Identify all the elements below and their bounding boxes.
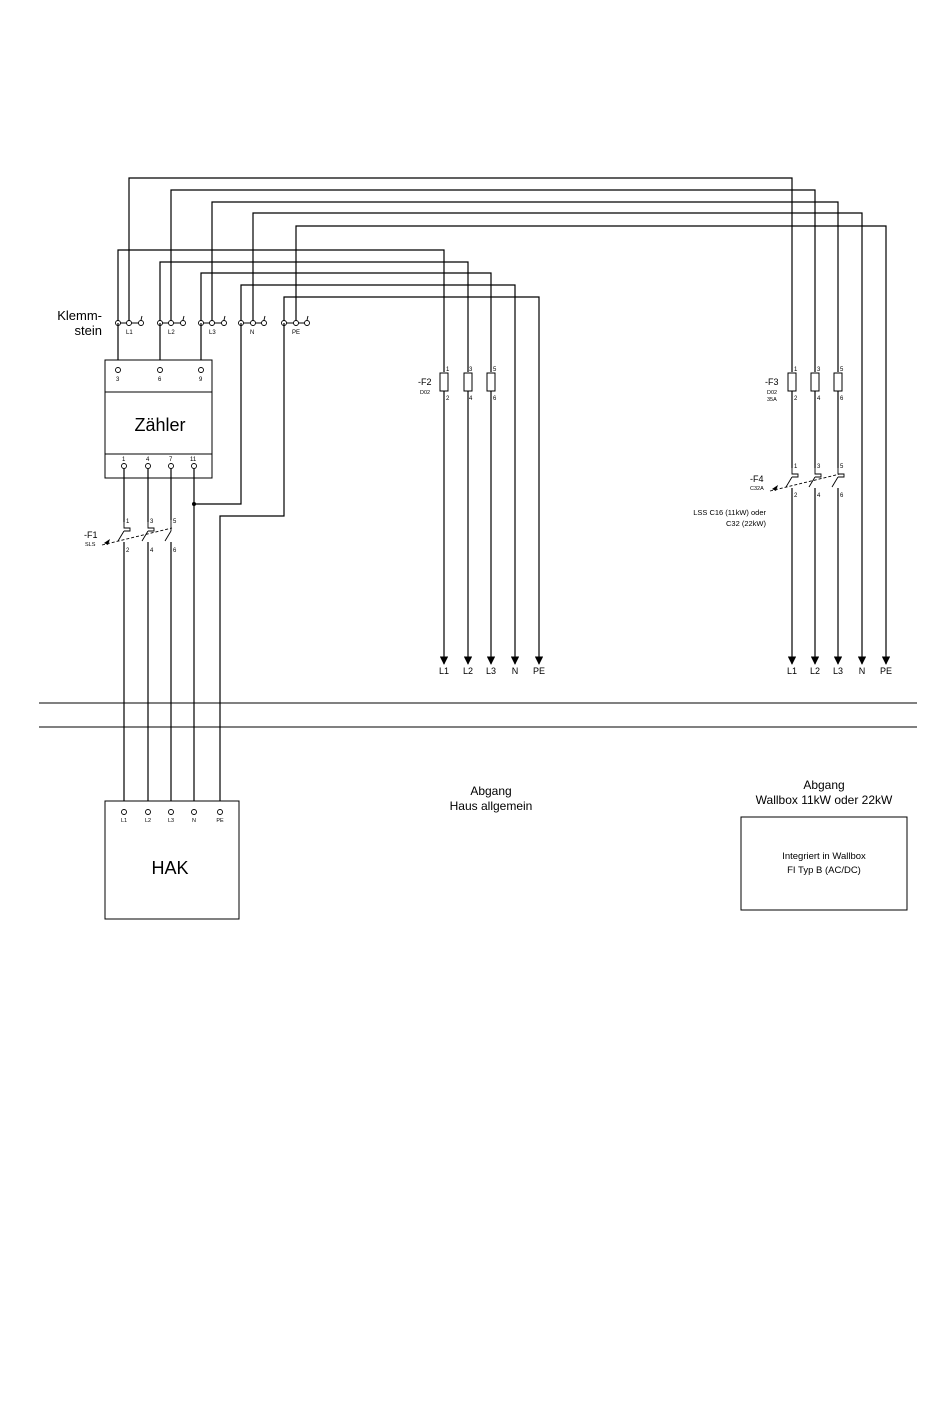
svg-text:L1: L1 [121,818,127,824]
svg-text:1: 1 [126,519,130,525]
outlet-house-title-1: Abgang [470,784,511,798]
svg-text:4: 4 [469,396,473,402]
outlet-wallbox-terminals: L1 L2 L3 N PE [787,666,892,676]
wire-l2-house-a [159,261,469,372]
wire-n-wallbox [252,212,867,665]
svg-text:L2: L2 [810,666,820,676]
klemmstein-terminal-l2: L2 [168,330,175,336]
svg-text:5: 5 [840,367,844,373]
svg-text:1: 1 [794,464,798,470]
klemmstein-terminal-l3: L3 [209,330,216,336]
f4-spec: C32A [750,486,764,492]
f4-note-2: C32 (22kW) [726,519,767,528]
wire-l1-wallbox [128,177,793,372]
svg-text:L2: L2 [463,666,473,676]
svg-text:2: 2 [446,396,450,402]
f2-spec: D02 [420,390,430,396]
hak-label: HAK [151,858,188,878]
house-feed-wires [117,249,544,665]
zaehler-meter: 3 6 9 Zähler 1 4 7 11 [104,359,213,479]
f1-id: -F1 [84,530,98,540]
svg-text:2: 2 [126,548,130,554]
svg-text:N: N [192,818,196,824]
svg-text:2: 2 [794,493,798,499]
wallbox-box-line-1: Integriert in Wallbox [782,851,866,862]
svg-text:PE: PE [216,818,224,824]
svg-text:PE: PE [880,666,892,676]
zaehler-bottom-7: 7 [169,457,173,463]
zaehler-bottom-4: 4 [146,457,150,463]
svg-text:3: 3 [469,367,473,373]
f2-fuses: 1 3 5 2 4 6 -F2 D02 [418,367,497,665]
outlet-wallbox-title-1: Abgang [803,778,844,792]
wire-l2-wallbox [170,189,816,372]
wallbox-info-box: Integriert in Wallbox FI Typ B (AC/DC) [740,816,908,911]
svg-text:6: 6 [173,548,177,554]
klemmstein-label-1: Klemm- [57,308,102,323]
svg-text:2: 2 [794,396,798,402]
f3-spec1: D02 [767,390,777,396]
outlet-house-terminals: L1 L2 L3 N PE [439,666,545,676]
svg-text:3: 3 [817,464,821,470]
klemmstein-terminal-n: N [250,330,254,336]
svg-text:L3: L3 [486,666,496,676]
svg-text:L3: L3 [833,666,843,676]
klemmstein-label-2: stein [75,323,102,338]
zaehler-top-9: 9 [199,377,203,383]
wire-pe-house [283,296,544,665]
wire-l3-house-a [200,272,492,372]
svg-text:N: N [512,666,519,676]
hak-box: L1 L2 L3 N PE HAK [104,800,240,920]
wallbox-box-line-2: FI Typ B (AC/DC) [787,865,861,876]
f3-id: -F3 [765,377,779,387]
svg-text:3: 3 [817,367,821,373]
f4-id: -F4 [750,474,764,484]
wire-pe-wallbox [295,225,891,665]
svg-text:5: 5 [493,367,497,373]
zaehler-bottom-11: 11 [190,457,197,463]
svg-text:1: 1 [794,367,798,373]
meter-to-hak-wires [123,323,285,810]
svg-text:3: 3 [150,519,154,525]
f4-note-1: LSS C16 (11kW) oder [693,508,766,517]
svg-text:6: 6 [493,396,497,402]
svg-text:L1: L1 [787,666,797,676]
f2-id: -F2 [418,377,432,387]
klemmstein-terminals: L1 L2 L3 N PE [115,315,310,336]
f4-breaker: 1 3 5 2 4 6 -F4 C32A LSS C16 (11kW) oder… [693,464,845,665]
svg-text:PE: PE [533,666,545,676]
svg-text:4: 4 [817,396,821,402]
f3-spec2: 35A [767,397,777,403]
svg-text:4: 4 [817,493,821,499]
zaehler-top-6: 6 [158,377,162,383]
svg-text:L2: L2 [145,818,151,824]
svg-text:5: 5 [840,464,844,470]
outlet-house-title-2: Haus allgemein [450,799,533,813]
svg-text:6: 6 [840,493,844,499]
svg-text:6: 6 [840,396,844,402]
wire-n-house [240,284,520,665]
f3-fuses: 1 3 5 2 4 6 -F3 D02 35A [765,367,844,468]
svg-text:L1: L1 [439,666,449,676]
wire-l1-house-a [117,249,445,372]
zaehler-label: Zähler [134,415,185,435]
f1-breaker: 1 3 5 2 4 6 -F1 SLS [84,519,177,554]
klemmstein-terminal-l1: L1 [126,330,133,336]
svg-text:L3: L3 [168,818,174,824]
klemmstein-terminal-pe: PE [292,330,300,336]
svg-text:1: 1 [446,367,450,373]
outlet-wallbox-title-2: Wallbox 11kW oder 22kW [756,793,893,807]
zaehler-bottom-1: 1 [122,457,126,463]
svg-text:N: N [859,666,866,676]
wallbox-feed-wires [128,177,891,665]
f1-spec: SLS [85,542,96,548]
svg-text:4: 4 [150,548,154,554]
wire-l3-wallbox [211,201,839,372]
svg-text:5: 5 [173,519,177,525]
zaehler-top-3: 3 [116,377,120,383]
